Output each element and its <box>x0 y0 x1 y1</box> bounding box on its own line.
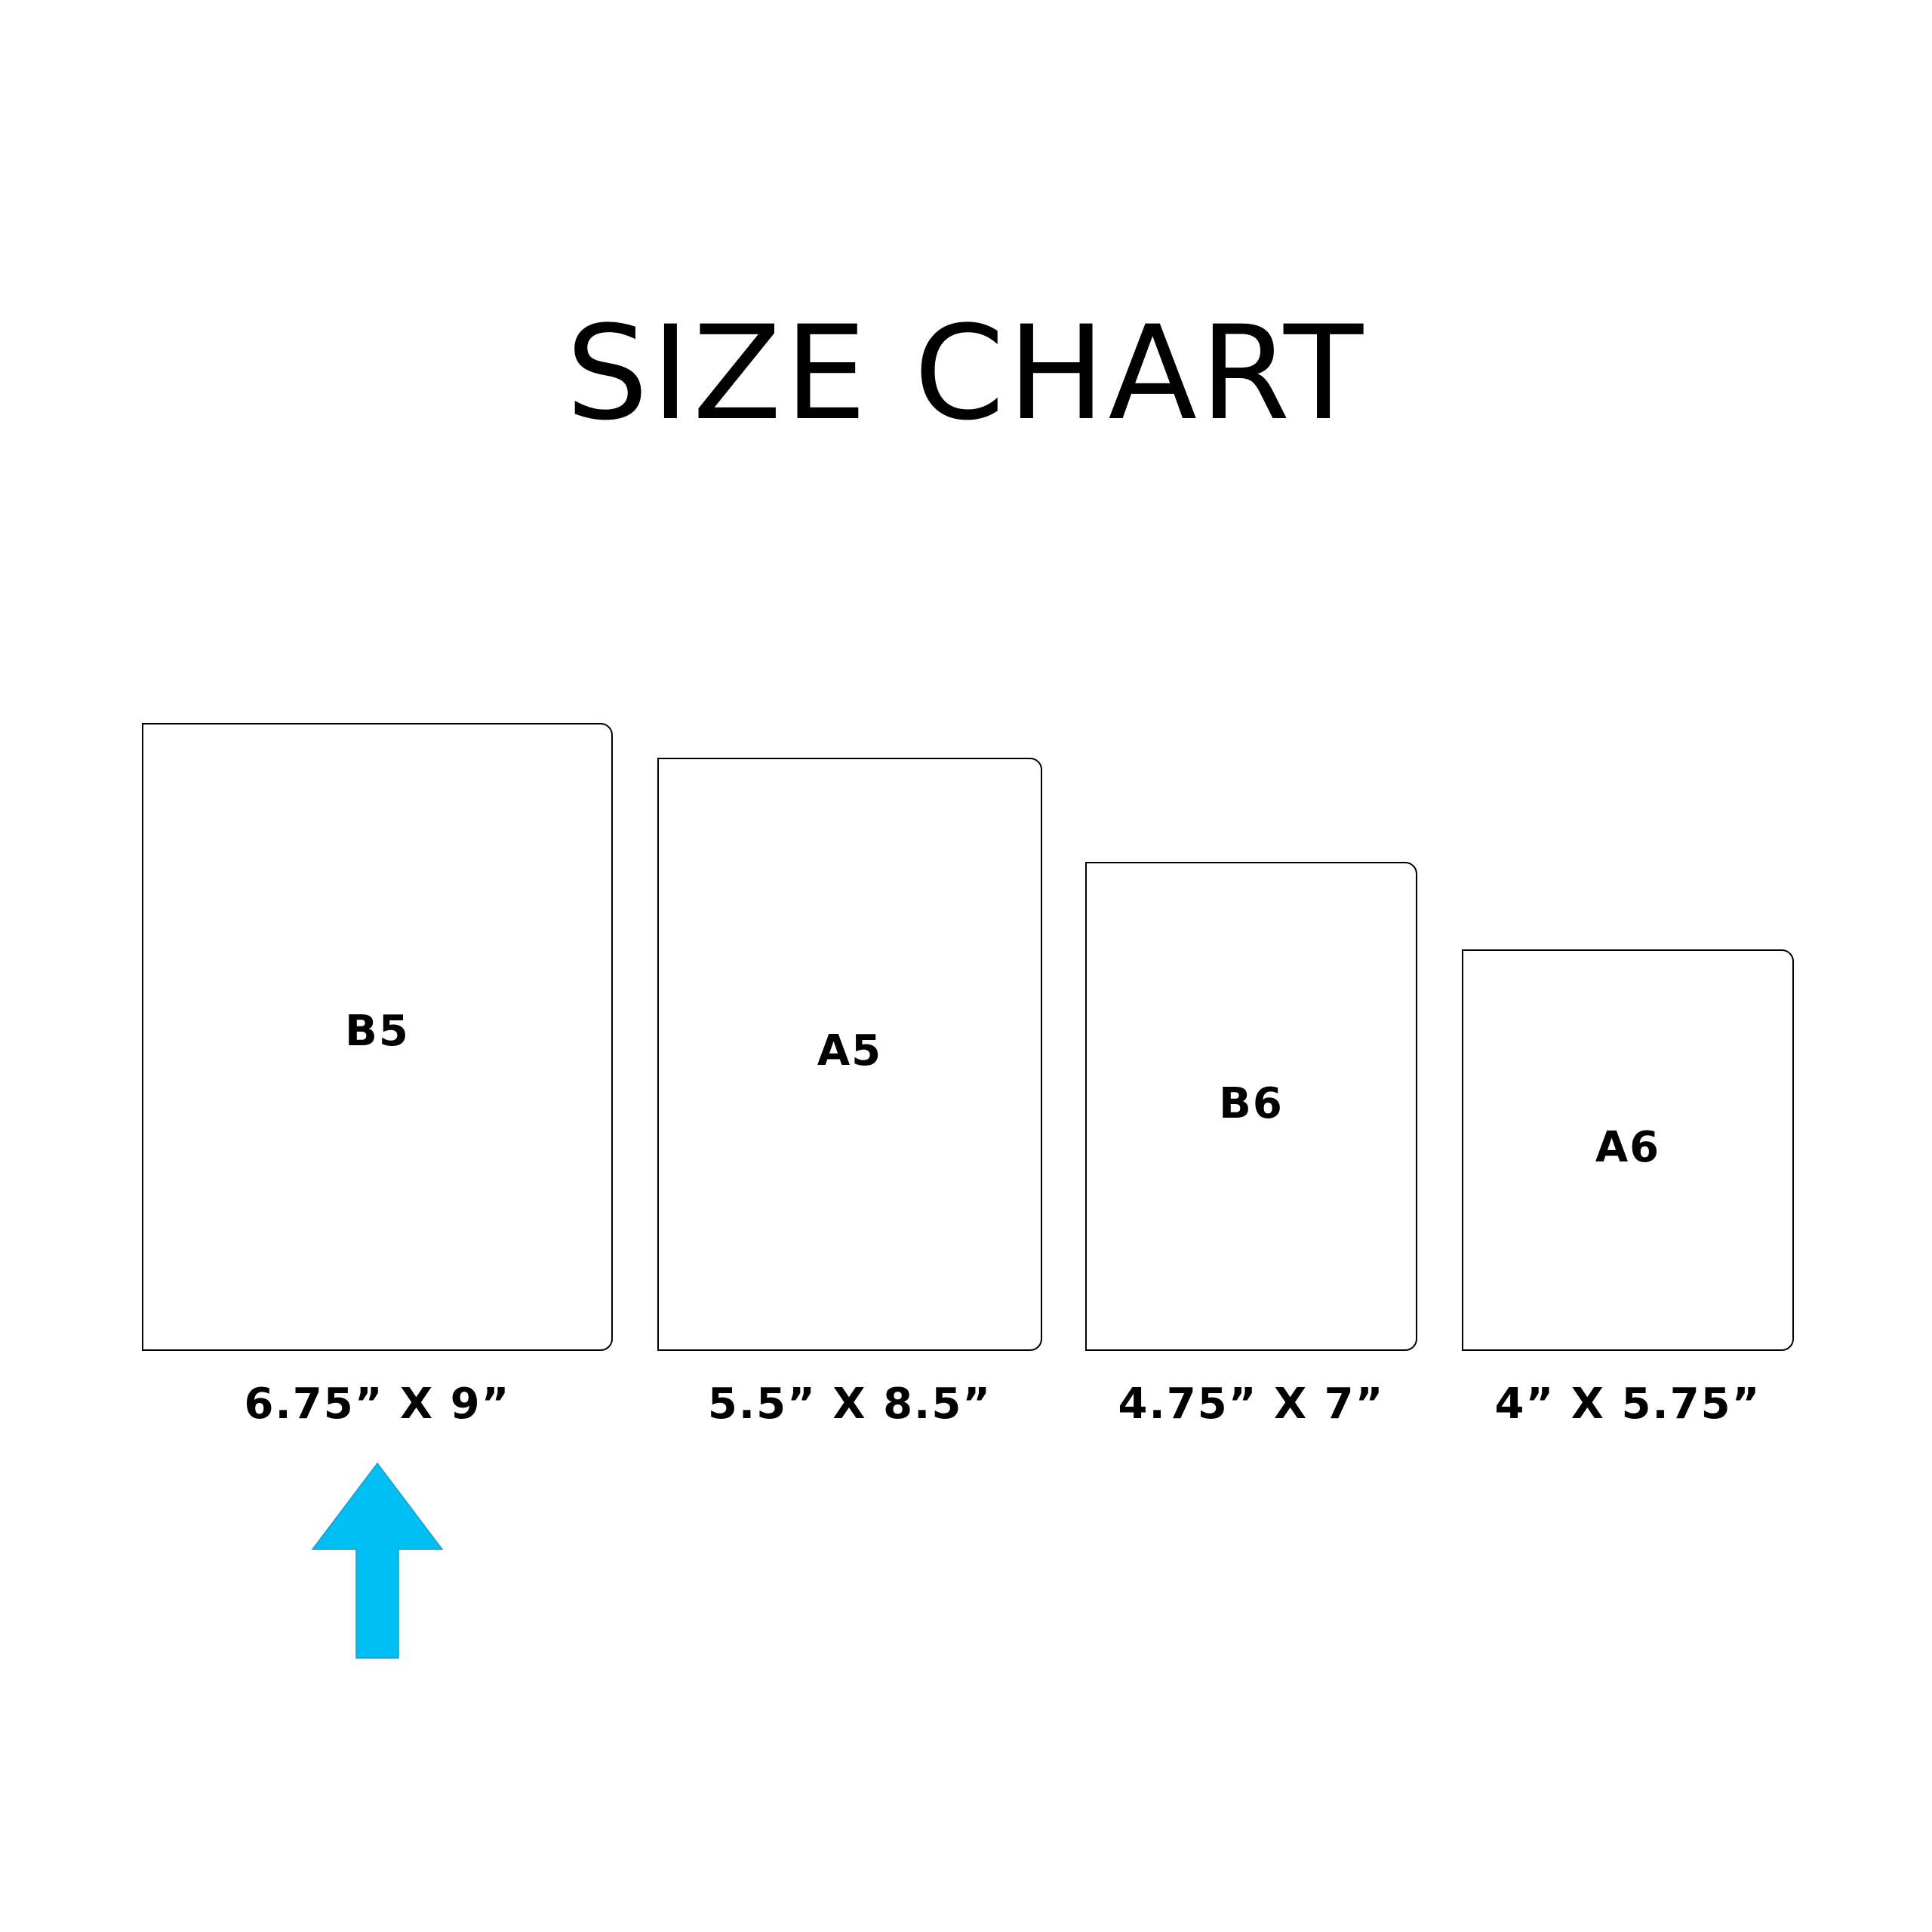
size-sheet-b5: B5 <box>142 723 613 1351</box>
size-dimensions-b6: 4.75” X 7” <box>1118 1380 1385 1429</box>
size-dimensions-b5: 6.75” X 9” <box>244 1380 511 1429</box>
size-dimensions-a6: 4” X 5.75” <box>1494 1380 1761 1429</box>
up-arrow-icon <box>311 1462 444 1659</box>
size-sheet-b6: B6 <box>1085 862 1417 1351</box>
page-title: SIZE CHART <box>565 297 1367 449</box>
size-name-b6: B6 <box>1219 1079 1284 1128</box>
size-sheet-a6: A6 <box>1462 949 1794 1351</box>
size-dimensions-a5: 5.5” X 8.5” <box>707 1380 992 1429</box>
size-sheet-a5: A5 <box>657 758 1042 1351</box>
up-arrow-shape <box>311 1462 444 1659</box>
size-name-b5: B5 <box>345 1007 410 1056</box>
size-name-a5: A5 <box>817 1026 883 1075</box>
size-name-a6: A6 <box>1595 1123 1661 1172</box>
